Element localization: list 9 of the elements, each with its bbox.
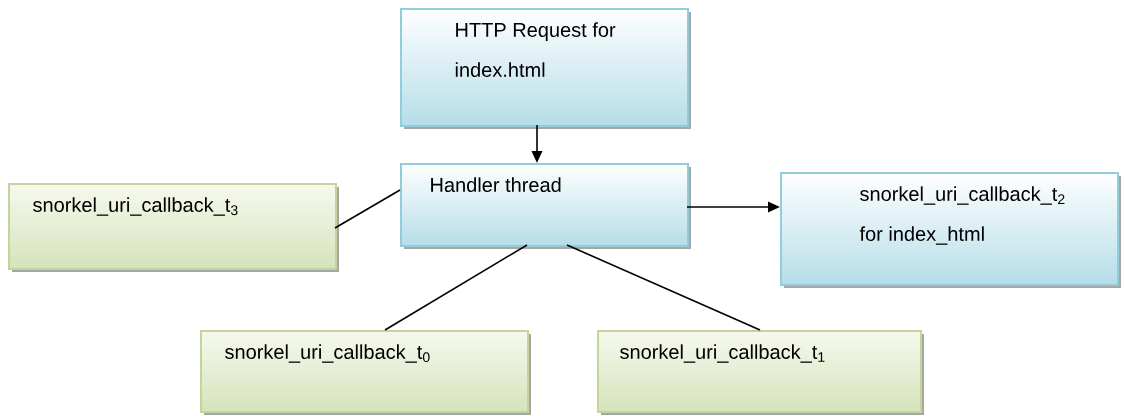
connector [334,189,401,229]
text-box: snorkel_uri_callback_t$_{0}$ [200,330,531,415]
text-box: snorkel_uri_callback_t$_{2}$ for index_html [780,172,1121,288]
connector [566,244,761,331]
text-box: snorkel_uri_callback_t$_{1}$ [597,330,924,415]
connector [384,244,528,331]
text-box: snorkel_uri_callback_t$_{3}$ [8,183,339,272]
text-box: HTTP Request for index.html [400,8,691,129]
text-box: Handler thread [400,163,691,249]
